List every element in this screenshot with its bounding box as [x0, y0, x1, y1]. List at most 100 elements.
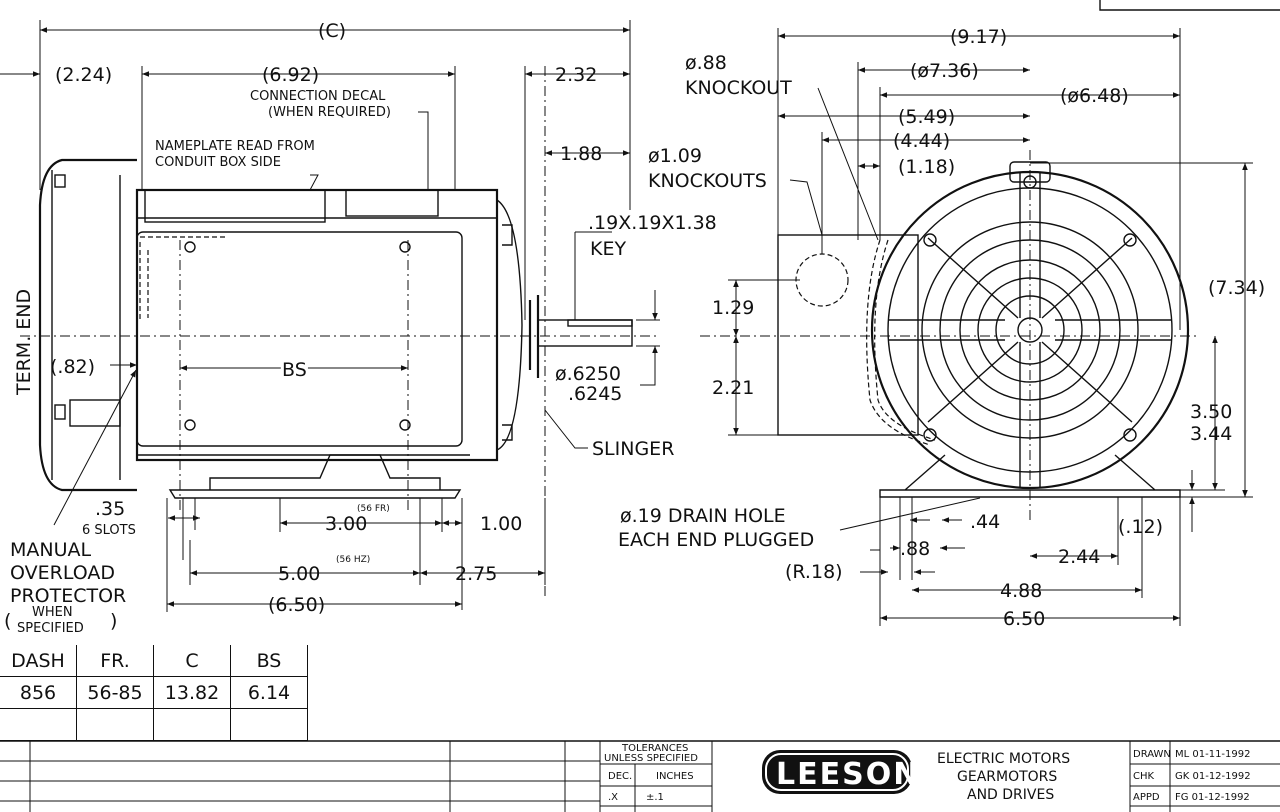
company-line-1: ELECTRIC MOTORS: [937, 751, 1070, 767]
motor-base: [168, 454, 462, 499]
six-slots-label: 6 SLOTS: [82, 523, 136, 538]
when-required-label: (WHEN REQUIRED): [268, 105, 391, 120]
protector-label: PROTECTOR: [10, 585, 126, 607]
dim-1-88: 1.88: [560, 143, 602, 165]
dim-6-50: (6.50): [268, 594, 325, 616]
manual-label: MANUAL: [10, 539, 92, 561]
fr-note: (56 FR): [357, 504, 390, 514]
svg-text:): ): [110, 610, 117, 632]
tolerance-value: ±.1: [646, 792, 664, 803]
dim-2-21: 2.21: [712, 377, 754, 399]
dim-9-17: (9.17): [950, 26, 1007, 48]
dim-2-32: 2.32: [555, 64, 597, 86]
end-view: [700, 28, 1253, 626]
side-view: [0, 20, 660, 612]
dim-6-48: (ø6.48): [1060, 85, 1129, 107]
knockouts-dia: ø1.09: [648, 145, 702, 167]
frame-corner: [1099, 0, 1280, 11]
dim-82: (.82): [50, 356, 95, 378]
overload-label: OVERLOAD: [10, 562, 115, 584]
cell-c: 13.82: [153, 676, 231, 709]
dim-4-44: (4.44): [893, 130, 950, 152]
dim-1-18: (1.18): [898, 156, 955, 178]
dim-5-00: 5.00: [278, 563, 320, 585]
leeson-logo: [762, 750, 912, 794]
title-block: [0, 740, 1280, 812]
nameplate-label-2: CONDUIT BOX SIDE: [155, 155, 281, 170]
terminal-end-cover: [38, 158, 137, 492]
dim-7-34: (7.34): [1208, 277, 1265, 299]
drain-hole-label-2: EACH END PLUGGED: [618, 529, 814, 551]
dec-label: DEC.: [608, 771, 632, 782]
connection-decal-label: CONNECTION DECAL: [250, 89, 386, 104]
header-fr: FR.: [76, 645, 154, 677]
knockouts-label: KNOCKOUTS: [648, 170, 767, 192]
bs-label: BS: [282, 359, 307, 381]
dim-2-44: 2.44: [1058, 546, 1100, 568]
appd-label: APPD: [1133, 792, 1160, 803]
dim-3-50: 3.50: [1190, 401, 1232, 423]
drain-hole-label-1: ø.19 DRAIN HOLE: [620, 505, 786, 527]
dim-88: .88: [900, 538, 930, 560]
dim-4-88: 4.88: [1000, 580, 1042, 602]
dim-6-50b: 6.50: [1003, 608, 1045, 630]
connection-decal: [345, 189, 439, 217]
svg-text:(: (: [4, 610, 11, 632]
dash-table-row: 856 56-85 13.82 6.14: [0, 676, 308, 709]
header-c: C: [153, 645, 231, 677]
shaft-diameter-2: .6245: [568, 383, 622, 405]
key-label: KEY: [590, 238, 626, 260]
unless-specified-label: UNLESS SPECIFIED: [604, 753, 698, 764]
dash-table-empty-row: [0, 708, 308, 741]
dim-44: .44: [970, 511, 1000, 533]
company-line-2: GEARMOTORS: [957, 769, 1057, 785]
x-label: .X: [608, 792, 618, 803]
hz-note: (56 HZ): [336, 555, 370, 565]
leeson-logo-text: LEESON: [776, 757, 920, 792]
shaft-diameter-1: ø.6250: [555, 363, 621, 385]
motor-shaft: [537, 319, 633, 347]
cell-bs: 6.14: [230, 676, 308, 709]
dash-table-header: DASH FR. C BS: [0, 645, 308, 677]
dim-2-75: 2.75: [455, 563, 497, 585]
dim-r18: (R.18): [785, 561, 843, 583]
nameplate-decal: [144, 189, 326, 223]
knockout-dia: ø.88: [685, 52, 727, 74]
nameplate-label-1: NAMEPLATE READ FROM: [155, 139, 315, 154]
header-bs: BS: [230, 645, 308, 677]
knockout-circle: [795, 253, 849, 307]
conduit-box-end: [777, 234, 919, 436]
cell-dash: 856: [0, 676, 77, 709]
appd-value: FG 01-12-1992: [1175, 792, 1250, 803]
slinger-label: SLINGER: [592, 438, 674, 460]
inches-label: INCHES: [656, 771, 694, 782]
when-label: WHEN: [32, 605, 73, 620]
key-spec: .19X.19X1.38: [588, 212, 717, 234]
shaft-key: [567, 319, 633, 327]
dash-table: DASH FR. C BS 856 56-85 13.82 6.14: [0, 645, 308, 741]
dim-c: (C): [318, 20, 346, 42]
term-end-label: TERM. END: [13, 289, 35, 396]
dim-35: .35: [95, 498, 125, 520]
chk-label: CHK: [1133, 771, 1155, 782]
dim-7-36: (ø7.36): [910, 60, 979, 82]
dim-12: (.12): [1118, 516, 1163, 538]
cell-fr: 56-85: [76, 676, 154, 709]
drawn-value: ML 01-11-1992: [1175, 749, 1251, 760]
tolerances-label: TOLERANCES: [621, 743, 688, 754]
dim-3-00: 3.00: [325, 513, 367, 535]
dim-2-24: (2.24): [55, 64, 112, 86]
chk-value: GK 01-12-1992: [1175, 771, 1251, 782]
conduit-box: [136, 231, 463, 447]
company-line-3: AND DRIVES: [967, 787, 1054, 803]
dim-3-44: 3.44: [1190, 423, 1232, 445]
drawn-label: DRAWN: [1133, 749, 1171, 760]
dim-1-00: 1.00: [480, 513, 522, 535]
header-dash: DASH: [0, 645, 77, 677]
specified-label: SPECIFIED: [17, 621, 84, 636]
knockout-label: KNOCKOUT: [685, 77, 792, 99]
dim-5-49: (5.49): [898, 106, 955, 128]
dim-1-29: 1.29: [712, 297, 754, 319]
dim-6-92: (6.92): [262, 64, 319, 86]
